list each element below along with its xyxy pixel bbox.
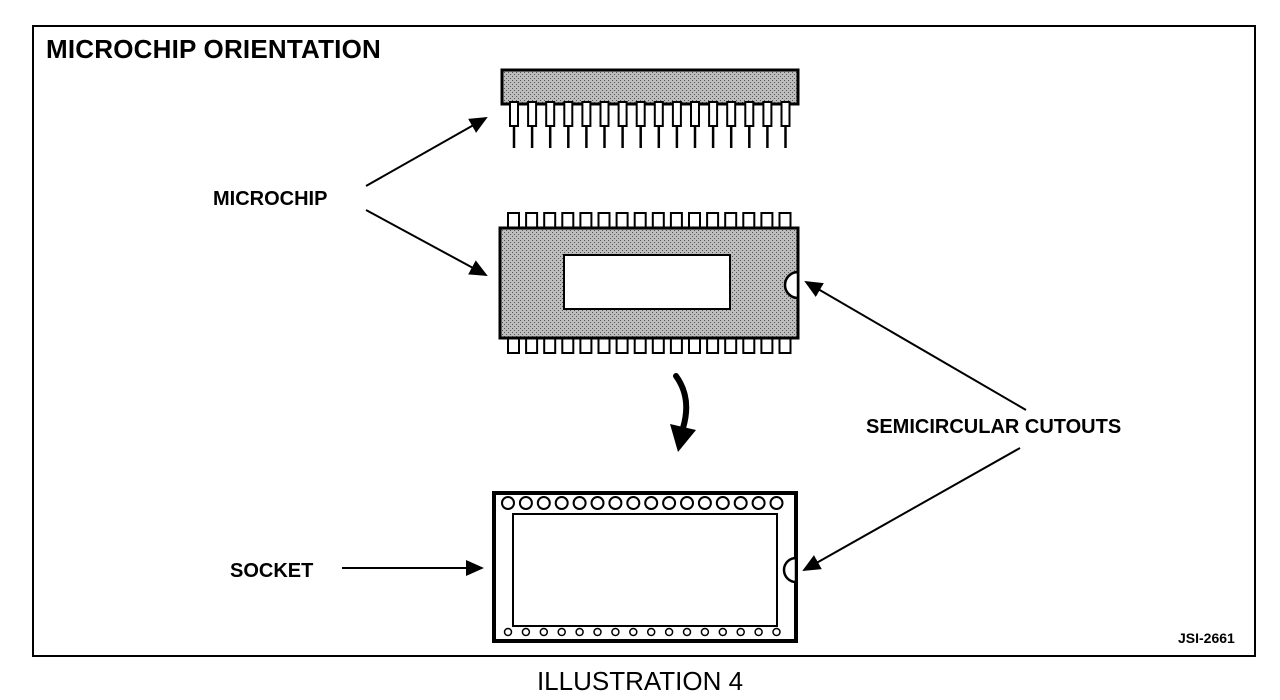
chip-side-pin xyxy=(635,101,646,127)
socket-pin-hole xyxy=(769,496,784,510)
leader-arrows xyxy=(342,117,1027,576)
socket-pin-hole xyxy=(700,627,710,637)
socket-pin-hole xyxy=(626,496,641,510)
socket-pin-holes-lower xyxy=(503,627,781,637)
chip-semicircular-cutout xyxy=(783,270,800,300)
chip-side-pin xyxy=(527,101,538,127)
chip-side-pin xyxy=(671,101,682,127)
semicircular-cutouts-label: SEMICIRCULAR CUTOUTS xyxy=(866,416,1122,438)
microchip-label: MICROCHIP xyxy=(213,188,328,210)
socket-pin-hole xyxy=(575,627,584,637)
socket-pin-hole xyxy=(736,627,745,637)
socket-pin-hole xyxy=(682,627,692,637)
socket-pin-hole xyxy=(590,496,605,510)
arrow-cutouts-to-chip xyxy=(804,280,1027,411)
chip-side-pin xyxy=(726,101,737,127)
socket-label: SOCKET xyxy=(230,560,314,582)
chip-side-pins xyxy=(509,101,791,148)
socket-pin-hole xyxy=(557,627,566,637)
chip-side-pin xyxy=(762,101,773,127)
arrow-microchip-to-top-view xyxy=(365,209,488,276)
socket-pin-hole xyxy=(593,627,602,637)
socket-pin-hole xyxy=(536,496,551,510)
socket-pin-hole xyxy=(501,496,515,510)
socket-pin-hole xyxy=(629,627,638,637)
arrow-microchip-to-side-view xyxy=(365,117,488,187)
insert-direction-arrow xyxy=(670,373,696,452)
socket-pin-hole xyxy=(521,627,531,637)
chip-side-pin xyxy=(599,101,610,127)
socket-inner-cavity xyxy=(512,513,778,627)
socket-pin-hole xyxy=(608,496,623,510)
diagram-frame xyxy=(32,25,1256,657)
socket-pin-hole xyxy=(503,627,513,637)
socket-pin-hole xyxy=(662,496,677,510)
chip-side-pin xyxy=(690,101,700,127)
socket-pin-hole xyxy=(554,496,569,510)
chip-side-body xyxy=(500,68,800,106)
socket-pin-hole xyxy=(718,627,728,637)
arrow-cutouts-to-socket xyxy=(802,447,1021,571)
socket-pin-hole xyxy=(518,496,533,510)
socket-pin-hole xyxy=(611,627,620,637)
socket-pin-hole xyxy=(680,496,694,510)
chip-label-window xyxy=(563,254,731,310)
socket-pin-hole xyxy=(539,627,549,637)
chip-side-pin xyxy=(780,101,791,127)
socket-pin-hole xyxy=(697,496,712,510)
microchip-top-view xyxy=(498,212,800,354)
figure-caption: ILLUSTRATION 4 xyxy=(536,666,744,696)
socket xyxy=(492,491,798,643)
chip-side-pin xyxy=(708,101,719,127)
socket-pin-hole xyxy=(754,627,763,637)
chip-side-pin xyxy=(617,101,628,127)
socket-pin-hole xyxy=(733,496,748,510)
chip-side-pin xyxy=(509,101,519,127)
socket-pin-hole xyxy=(715,496,730,510)
chip-side-pin xyxy=(563,101,574,127)
chip-side-pin xyxy=(581,101,592,127)
socket-pin-hole xyxy=(572,496,587,510)
socket-pin-hole xyxy=(646,627,656,637)
socket-pin-hole xyxy=(664,627,674,637)
diagram-title: MICROCHIP ORIENTATION xyxy=(46,34,381,64)
socket-pin-hole xyxy=(644,496,659,510)
chip-side-pin xyxy=(545,101,556,127)
chip-side-pin xyxy=(744,101,755,127)
socket-pin-hole xyxy=(772,627,781,637)
socket-pin-holes-upper xyxy=(501,496,784,510)
socket-semicircular-cutout xyxy=(782,556,798,584)
chip-side-pin xyxy=(653,101,664,127)
microchip-side-view xyxy=(500,68,800,148)
reference-code: JSI-2661 xyxy=(1178,630,1235,646)
socket-pin-hole xyxy=(751,496,766,510)
